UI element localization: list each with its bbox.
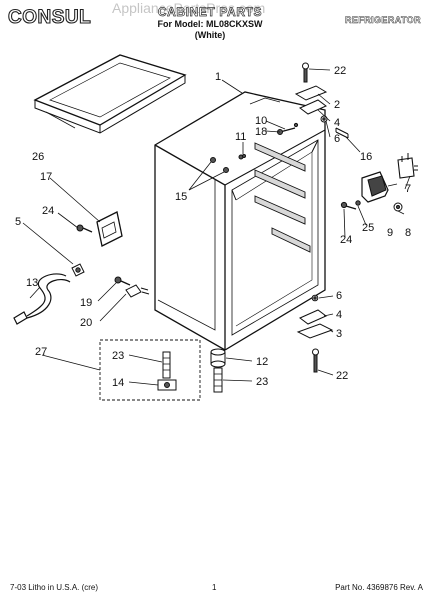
callout-24-left: 24 bbox=[42, 205, 54, 217]
knob bbox=[71, 263, 85, 277]
foot-12 bbox=[210, 348, 226, 368]
callout-17: 17 bbox=[40, 171, 52, 183]
leg-23 bbox=[213, 367, 223, 393]
page-title: CABINET PARTS bbox=[157, 5, 263, 19]
page-header: CONSUL AppliancePartsPros.com CABINET PA… bbox=[0, 0, 435, 42]
callout-3: 3 bbox=[336, 328, 342, 340]
callout-7: 7 bbox=[405, 183, 411, 195]
callout-14: 14 bbox=[112, 377, 124, 389]
callout-22-top: 22 bbox=[334, 65, 346, 77]
callout-24-right: 24 bbox=[340, 234, 352, 246]
callout-19: 19 bbox=[80, 297, 92, 309]
callout-25: 25 bbox=[362, 222, 374, 234]
thermostat-housing bbox=[361, 171, 389, 203]
callout-6-bottom: 6 bbox=[336, 290, 342, 302]
callout-26: 26 bbox=[32, 151, 44, 163]
brand-logo: CONSUL bbox=[7, 6, 92, 28]
callout-13: 13 bbox=[26, 277, 38, 289]
callout-15: 15 bbox=[175, 191, 187, 203]
upper-hinge-group bbox=[294, 62, 328, 123]
callout-6-top: 6 bbox=[334, 133, 340, 145]
callout-1: 1 bbox=[215, 71, 221, 83]
callout-20: 20 bbox=[80, 317, 92, 329]
model-line: For Model: ML08CKXSW bbox=[157, 19, 263, 29]
callout-2: 2 bbox=[334, 99, 340, 111]
watermark: AppliancePartsPros.com bbox=[112, 0, 266, 16]
callout-27: 27 bbox=[35, 346, 47, 358]
callout-4-bottom: 4 bbox=[336, 309, 342, 321]
leader-lines bbox=[22, 68, 411, 386]
callout-23-left: 23 bbox=[112, 350, 124, 362]
callout-10: 10 bbox=[255, 115, 267, 127]
power-cord bbox=[13, 273, 71, 325]
thermostat-bracket bbox=[96, 211, 123, 247]
callout-4-top: 4 bbox=[334, 117, 340, 129]
button-8 bbox=[393, 202, 403, 212]
screws-15 bbox=[210, 154, 244, 173]
leveling-leg-kit bbox=[99, 339, 201, 401]
screw-19 bbox=[114, 276, 131, 286]
category-label: REFRIGERATOR bbox=[345, 15, 421, 26]
control-switch bbox=[397, 153, 418, 179]
callout-8: 8 bbox=[405, 227, 411, 239]
screw-25 bbox=[355, 200, 361, 206]
callout-22-bottom: 22 bbox=[336, 370, 348, 382]
callout-23-right: 23 bbox=[256, 376, 268, 388]
callout-18: 18 bbox=[255, 126, 267, 138]
title-block: CABINET PARTS For Model: ML08CKXSW (Whit… bbox=[150, 5, 270, 41]
part-11 bbox=[242, 154, 246, 158]
shelf-rails bbox=[249, 97, 311, 253]
callout-16: 16 bbox=[360, 151, 372, 163]
plug-20 bbox=[125, 284, 150, 298]
callout-11: 11 bbox=[235, 131, 246, 143]
screw-24-left bbox=[76, 224, 93, 233]
color-line: (White) bbox=[194, 30, 226, 40]
footer-litho: 7-03 Litho in U.S.A. (cre) bbox=[10, 583, 99, 592]
callout-12: 12 bbox=[256, 356, 268, 368]
footer-page-number: 1 bbox=[212, 583, 217, 592]
footer-part-number: Part No. 4369876 Rev. A bbox=[335, 583, 423, 592]
top-cover bbox=[33, 54, 187, 134]
callout-5: 5 bbox=[15, 216, 21, 228]
callout-labels: 1 22 2 4 6 10 18 11 16 15 26 17 24 5 13 … bbox=[15, 65, 411, 389]
lower-hinge-group bbox=[296, 294, 334, 373]
screw-24-right bbox=[340, 201, 357, 210]
callout-9: 9 bbox=[387, 227, 393, 239]
